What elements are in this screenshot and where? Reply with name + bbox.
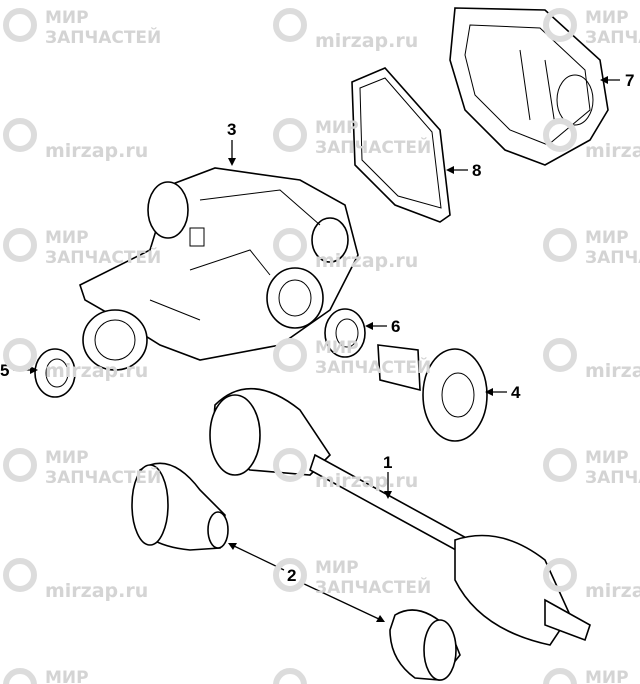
watermark-text: ЗАПЧАСТЕЙ: [585, 466, 640, 488]
callout-2[interactable]: 2: [287, 566, 296, 585]
callout-8[interactable]: 8: [472, 161, 481, 180]
watermark-site: mirzap.ru: [585, 580, 640, 602]
cover-gasket-part[interactable]: [351, 67, 451, 223]
watermark-logo-icon: [543, 668, 577, 684]
watermark-site: mirzap.ru: [585, 360, 640, 382]
watermark-logo-icon: [3, 8, 37, 42]
seal-right-part[interactable]: [324, 308, 366, 358]
watermark-site: mirzap.ru: [585, 140, 640, 162]
watermark-text: МИР: [315, 558, 359, 578]
callout-4[interactable]: 4: [511, 383, 521, 402]
watermark-site: mirzap.ru: [45, 580, 148, 602]
watermark-site: mirzap.ru: [45, 140, 148, 162]
cv-joint-boot-part[interactable]: [131, 462, 461, 681]
watermark-logo-icon: [3, 668, 37, 684]
output-flange-part[interactable]: [377, 344, 488, 442]
watermark-logo-icon: [543, 338, 577, 372]
watermark-text: МИР: [45, 228, 89, 248]
watermark-logo-icon: [543, 448, 577, 482]
watermark-logo-icon: [273, 668, 307, 684]
watermark-logo-icon: [543, 228, 577, 262]
watermark-text: МИР: [585, 668, 629, 684]
watermark-text: МИР: [45, 448, 89, 468]
watermark-text: МИР: [315, 118, 359, 138]
callout-3[interactable]: 3: [227, 120, 236, 139]
watermark-logo-icon: [3, 448, 37, 482]
watermark-text: ЗАПЧАСТЕЙ: [585, 26, 640, 48]
leader-lines: [13, 76, 620, 622]
watermark-logo-icon: [3, 118, 37, 152]
watermark-logo-icon: [3, 338, 37, 372]
callout-1[interactable]: 1: [383, 453, 392, 472]
watermark-text: МИР: [585, 228, 629, 248]
axle-shaft-part[interactable]: [209, 387, 591, 646]
watermark-text: МИР: [45, 8, 89, 28]
callout-5[interactable]: 5: [0, 361, 9, 380]
watermark-logo-icon: [3, 228, 37, 262]
watermark-text: ЗАПЧАСТЕЙ: [585, 246, 640, 268]
callout-6[interactable]: 6: [391, 317, 400, 336]
watermark-text: МИР: [585, 448, 629, 468]
watermark-text: ЗАПЧАСТЕЙ: [45, 26, 161, 48]
watermark-logo-icon: [3, 558, 37, 592]
watermark-logo-icon: [273, 118, 307, 152]
watermark-logo-icon: [273, 8, 307, 42]
differential-cover-part[interactable]: [449, 7, 609, 166]
watermark-site: mirzap.ru: [315, 30, 418, 52]
seal-left-part[interactable]: [34, 348, 76, 398]
watermark-text: МИР: [45, 668, 89, 684]
watermark-text: ЗАПЧАСТЕЙ: [315, 576, 431, 598]
callout-7[interactable]: 7: [625, 71, 634, 90]
watermark-text: МИР: [585, 8, 629, 28]
differential-carrier-part[interactable]: [79, 167, 359, 371]
